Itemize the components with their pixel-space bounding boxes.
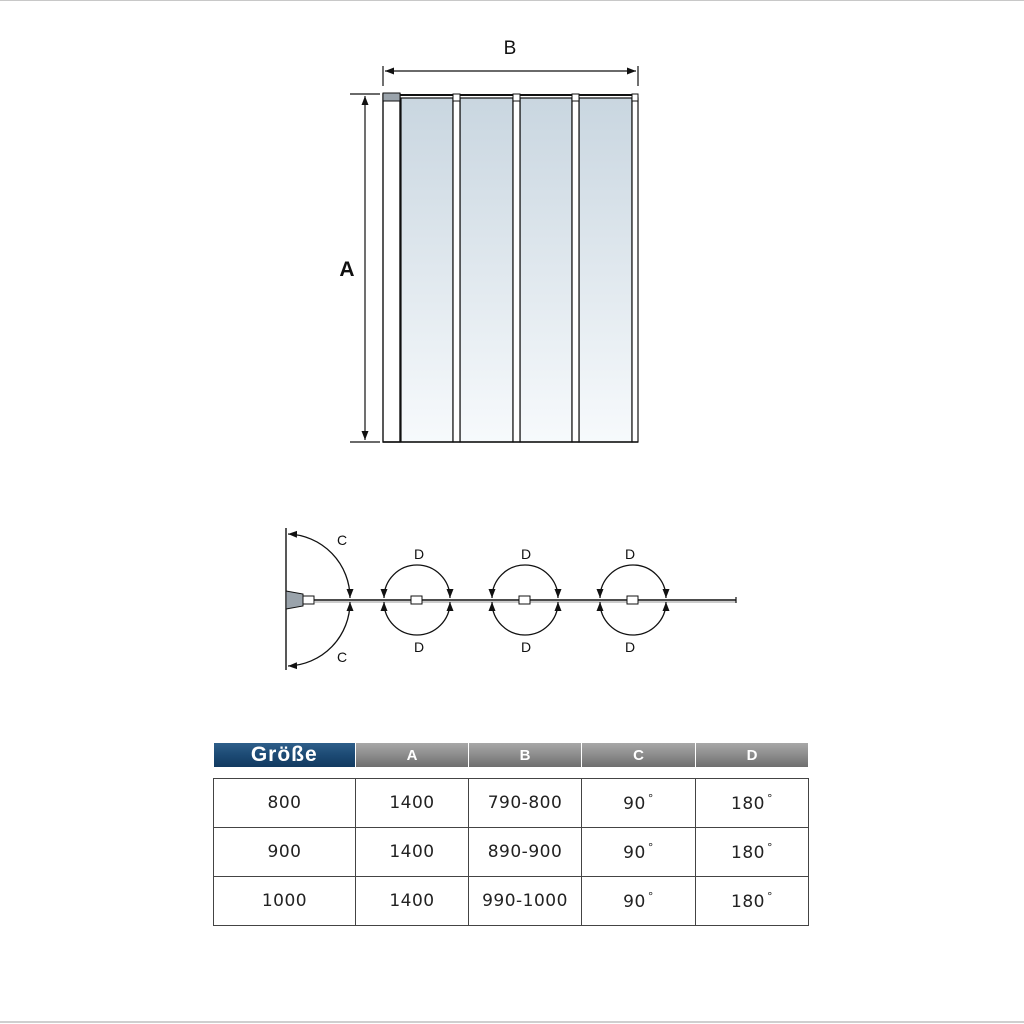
hinge-cap-1 [452,93,461,102]
cell-c: 90° [581,827,696,877]
angle-d-label: D [625,546,635,562]
hinge-post-2 [512,97,521,443]
degree-symbol: ° [766,841,773,854]
swing-arc-c-up [287,530,354,599]
end-cap [631,93,639,102]
cell-c: 90° [581,778,696,828]
cell-d: 180° [695,778,809,828]
angle-d-label: D [521,546,531,562]
height-dimension: A [339,93,380,443]
wall-bracket [285,590,304,610]
plan-hinge-2 [518,595,531,605]
swing-arc-c-down [287,601,354,670]
top-border [0,0,1024,1]
table-header-row: Größe A B C D [213,743,809,767]
fold-arcs-d-1: D D [380,546,454,655]
width-label: B [504,38,517,59]
hinge-post-1 [452,97,461,443]
fold-arcs-d-3: D D [596,546,670,655]
plan-hinge-1 [410,595,423,605]
cell-b: 990-1000 [468,876,582,926]
cell-d: 180° [695,876,809,926]
cell-a: 1400 [355,827,469,877]
cell-d: 180° [695,827,809,877]
table-row: 1000 1400 990-1000 90° 180° [213,876,809,926]
glass-panel-1 [400,97,454,443]
end-post [631,97,639,443]
cell-b: 790-800 [468,778,582,828]
size-table: Größe A B C D 800 1400 790-800 90° 180° … [213,743,809,926]
elevation-view: B A [339,38,639,443]
cell-a: 1400 [355,876,469,926]
wall-profile [382,93,401,443]
bracket-hinge [302,595,315,605]
header-size: Größe [213,743,356,767]
angle-c-label-bottom: C [337,649,347,665]
cell-c: 90° [581,876,696,926]
header-c: C [581,743,696,767]
degree-symbol: ° [647,841,654,854]
cell-size: 800 [213,778,356,828]
angle-c-label-top: C [337,532,347,548]
hinge-post-3 [571,97,580,443]
cell-b: 890-900 [468,827,582,877]
angle-d-label: D [414,639,424,655]
degree-symbol: ° [766,890,773,903]
fold-arcs-d-2: D D [488,546,562,655]
header-d: D [695,743,809,767]
angle-d-label: D [414,546,424,562]
header-a: A [355,743,469,767]
header-b: B [468,743,582,767]
height-label: A [339,258,354,281]
cell-size: 1000 [213,876,356,926]
degree-symbol: ° [766,792,773,805]
glass-panel-2 [459,97,514,443]
hinge-cap-3 [571,93,580,102]
wall-profile-cap [382,92,401,102]
cell-size: 900 [213,827,356,877]
degree-symbol: ° [647,890,654,903]
degree-symbol: ° [647,792,654,805]
plan-hinge-3 [626,595,639,605]
cell-a: 1400 [355,778,469,828]
hinge-cap-2 [512,93,521,102]
angle-d-label: D [521,639,531,655]
table-row: 900 1400 890-900 90° 180° [213,827,809,877]
glass-panel-3 [519,97,573,443]
glass-panel-4 [578,97,633,443]
bottom-border [0,1021,1024,1023]
table-row: 800 1400 790-800 90° 180° [213,778,809,828]
width-dimension: B [382,38,639,86]
angle-d-label: D [625,639,635,655]
plan-view: C C D D D D D D [285,528,737,670]
